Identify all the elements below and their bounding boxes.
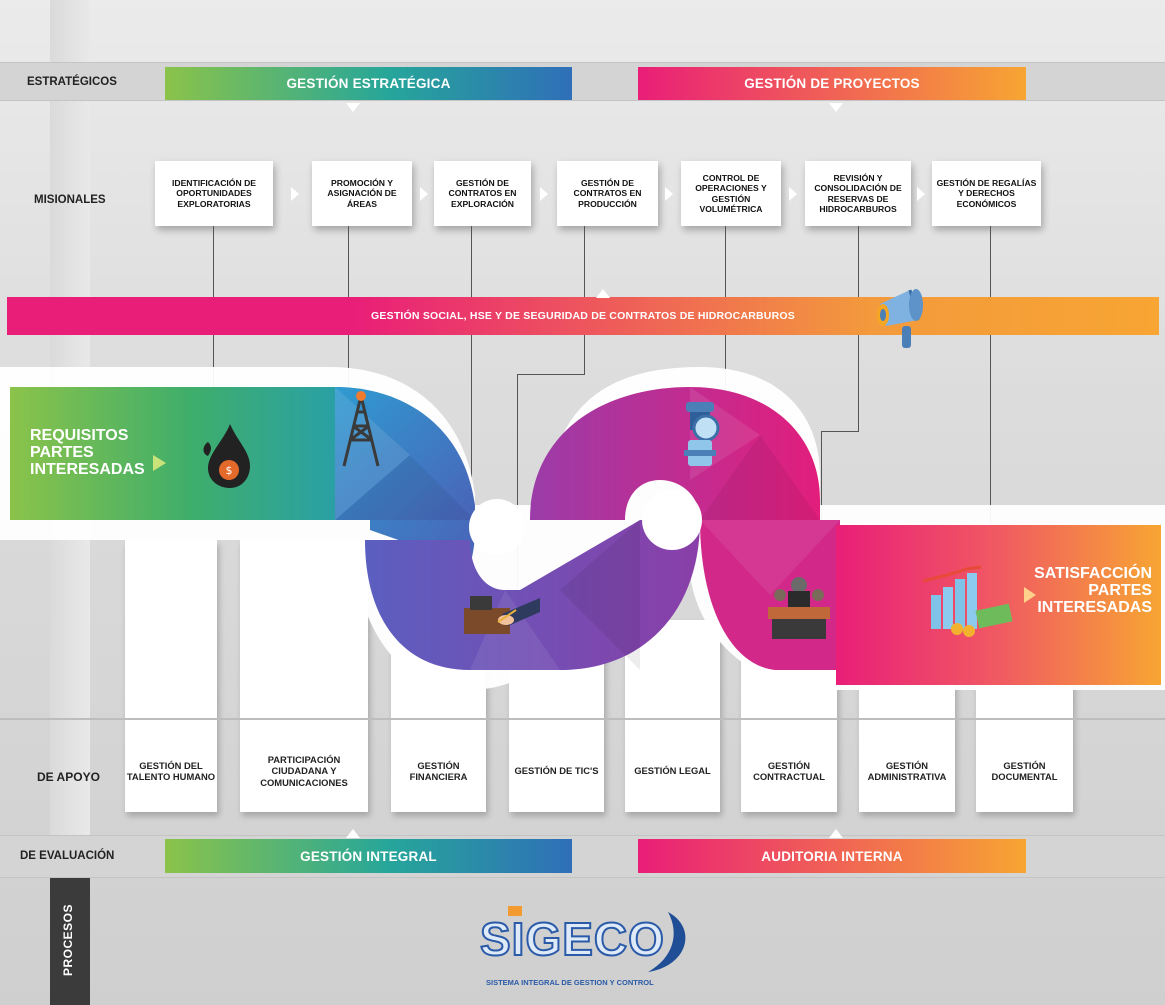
flow-input-label: REQUISITOS PARTES INTERESADAS xyxy=(30,427,145,478)
process-box-regalias: GESTIÓN DE REGALÍAS Y DERECHOS ECONÓMICO… xyxy=(932,161,1041,226)
support-tics: GESTIÓN DE TIC'S xyxy=(514,765,599,777)
flow-output-line: PARTES xyxy=(1088,582,1152,599)
support-financiera: GESTIÓN FINANCIERA xyxy=(409,759,468,783)
process-label: GESTIÓN DE REGALÍAS Y DERECHOS ECONÓMICO… xyxy=(936,177,1037,209)
process-box-oportunidades: IDENTIFICACIÓN DE OPORTUNIDADES EXPLORAT… xyxy=(155,161,273,226)
support-pillar xyxy=(976,670,1073,812)
arrow-up-icon xyxy=(829,829,843,838)
logo-swoosh-icon xyxy=(508,906,686,972)
support-legal: GESTIÓN LEGAL xyxy=(634,765,711,777)
band-gestion-integral: GESTIÓN INTEGRAL xyxy=(165,839,572,873)
support-pillar xyxy=(125,540,217,812)
oil-drop-icon: $ xyxy=(203,424,250,488)
connector-line xyxy=(517,374,585,375)
support-pillar xyxy=(240,540,368,812)
arrow-right-icon xyxy=(540,187,548,201)
process-label: GESTIÓN DE CONTRATOS EN PRODUCCIÓN xyxy=(573,177,642,209)
arrow-up-icon xyxy=(346,829,360,838)
process-box-produccion: GESTIÓN DE CONTRATOS EN PRODUCCIÓN xyxy=(557,161,658,226)
process-box-exploracion: GESTIÓN DE CONTRATOS EN EXPLORACIÓN xyxy=(434,161,531,226)
process-box-volumetrica: CONTROL DE OPERACIONES Y GESTIÓN VOLUMÉT… xyxy=(681,161,781,226)
process-label: REVISIÓN Y CONSOLIDACIÓN DE RESERVAS DE … xyxy=(814,172,902,215)
flow-output-label: SATISFACCIÓN PARTES INTERESADAS xyxy=(1030,565,1152,616)
logo-tagline: SISTEMA INTEGRAL DE GESTION Y CONTROL xyxy=(486,978,654,987)
process-box-promocion: PROMOCIÓN Y ASIGNACIÓN DE ÁREAS xyxy=(312,161,412,226)
megaphone-icon xyxy=(877,289,923,348)
support-participacion: PARTICIPACIÓN CIUDADANA Y COMUNICACIONES xyxy=(260,753,348,788)
meeting-table-icon xyxy=(768,577,830,639)
arrow-right-icon xyxy=(789,187,797,201)
arrow-right-icon xyxy=(665,187,673,201)
arrow-down-icon xyxy=(346,103,360,112)
connector-line xyxy=(471,226,472,586)
band-label: GESTIÓN SOCIAL, HSE Y DE SEGURIDAD DE CO… xyxy=(371,310,795,322)
support-pillar xyxy=(625,620,720,812)
oil-rig-icon xyxy=(342,391,380,467)
sigeco-logo: SIGECO SISTEMA INTEGRAL DE GESTION Y CON… xyxy=(468,898,708,998)
band-gestion-social: GESTIÓN SOCIAL, HSE Y DE SEGURIDAD DE CO… xyxy=(7,297,1159,335)
procesos-label: PROCESOS xyxy=(61,904,75,977)
row-label-de-evaluacion: DE EVALUACIÓN xyxy=(20,850,115,862)
band-auditoria-interna: AUDITORIA INTERNA xyxy=(638,839,1026,873)
arrow-right-icon xyxy=(917,187,925,201)
process-label: IDENTIFICACIÓN DE OPORTUNIDADES EXPLORAT… xyxy=(171,177,257,209)
row-label-misionales: MISIONALES xyxy=(34,194,106,206)
contract-signing-icon xyxy=(464,596,540,634)
support-row-band xyxy=(0,718,1165,720)
flow-input-line: PARTES xyxy=(30,444,94,461)
arrow-right-icon xyxy=(420,187,428,201)
money-chart-icon xyxy=(922,565,1013,637)
connector-line xyxy=(517,374,518,589)
process-box-reservas: REVISIÓN Y CONSOLIDACIÓN DE RESERVAS DE … xyxy=(805,161,911,226)
arrow-right-icon xyxy=(291,187,299,201)
valve-icon xyxy=(684,402,720,466)
process-label: PROMOCIÓN Y ASIGNACIÓN DE ÁREAS xyxy=(327,177,397,209)
procesos-label-box xyxy=(50,878,90,1005)
logo-wordmark: SIGECO xyxy=(479,912,665,966)
row-label-estrategicos: ESTRATÉGICOS xyxy=(27,76,117,88)
band-gestion-proyectos: GESTIÓN DE PROYECTOS xyxy=(638,67,1026,100)
flow-output-line: SATISFACCIÓN xyxy=(1034,565,1152,582)
support-administrativa: GESTIÓN ADMINISTRATIVA xyxy=(867,759,947,783)
connector-line xyxy=(990,226,991,571)
support-contractual: GESTIÓN CONTRACTUAL xyxy=(753,759,825,783)
support-pillar xyxy=(859,670,955,812)
support-talento-humano: GESTIÓN DEL TALENTO HUMANO xyxy=(126,759,216,783)
flow-input-line: INTERESADAS xyxy=(30,461,145,478)
flow-output-line: INTERESADAS xyxy=(1037,599,1152,616)
support-documental: GESTIÓN DOCUMENTAL xyxy=(991,759,1058,783)
process-flow-shape xyxy=(0,367,1165,690)
band-gestion-estrategica: GESTIÓN ESTRATÉGICA xyxy=(165,67,572,100)
process-label: CONTROL DE OPERACIONES Y GESTIÓN VOLUMÉT… xyxy=(695,172,767,215)
connector-line xyxy=(821,431,859,432)
svg-text:$: $ xyxy=(226,464,233,477)
row-label-de-apoyo: DE APOYO xyxy=(37,770,100,784)
process-label: GESTIÓN DE CONTRATOS EN EXPLORACIÓN xyxy=(448,177,517,209)
flow-input-line: REQUISITOS xyxy=(30,427,129,444)
arrow-down-icon xyxy=(829,103,843,112)
arrow-up-icon xyxy=(596,289,610,298)
